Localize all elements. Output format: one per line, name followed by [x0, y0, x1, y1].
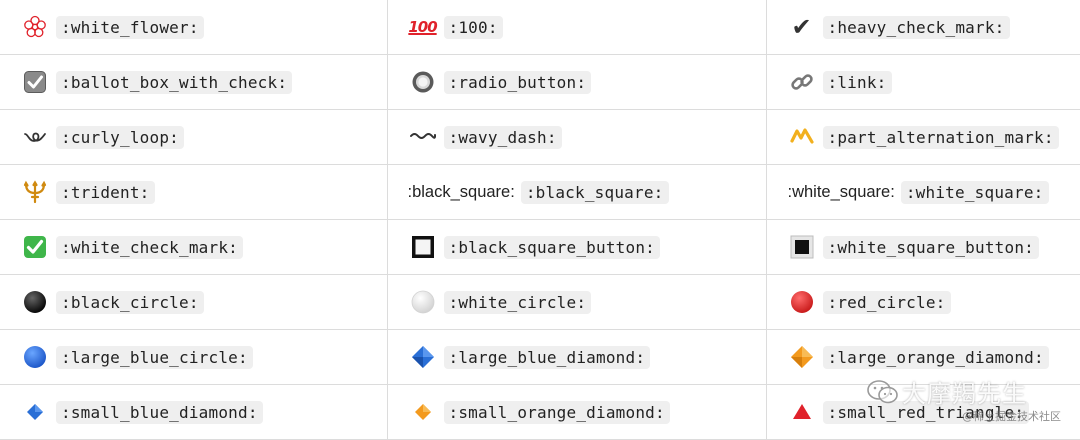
emoji-fallback-text: :white_square: [787, 182, 895, 201]
table-row: :white_flower: 100 :100: ✔ :heavy_check_… [0, 0, 1080, 55]
emoji-code: :part_alternation_mark: [822, 125, 1059, 149]
large-orange-diamond-icon [789, 344, 815, 370]
emoji-code: :white_flower: [56, 15, 204, 39]
table-cell: :ballot_box_with_check: [0, 54, 388, 110]
emoji-code: :link: [822, 70, 892, 94]
large-blue-circle-icon [22, 344, 48, 370]
table-cell: :wavy_dash: [386, 109, 767, 165]
curly-loop-icon [22, 124, 48, 150]
white-check-mark-icon [22, 234, 48, 260]
table-cell: :white_check_mark: [0, 219, 388, 275]
table-cell: :small_orange_diamond: [386, 384, 767, 440]
black-square-button-icon [410, 234, 436, 260]
emoji-code: :ballot_box_with_check: [56, 70, 293, 94]
emoji-code: :black_square: [520, 180, 669, 204]
hundred-glyph: 100 [408, 18, 437, 36]
table-cell: :white_square_button: [765, 219, 1080, 275]
emoji-code: :white_check_mark: [56, 235, 243, 259]
large-blue-diamond-icon [410, 344, 436, 370]
table-cell: :white_circle: [386, 274, 767, 330]
table-cell: :radio_button: [386, 54, 767, 110]
emoji-code: :large_blue_diamond: [443, 345, 651, 369]
table-cell: :large_orange_diamond: [765, 329, 1080, 385]
emoji-code: :white_square_button: [822, 235, 1039, 259]
table-cell: :part_alternation_mark: [765, 109, 1080, 165]
emoji-code: :white_square: [900, 180, 1049, 204]
table-cell: :red_circle: [765, 274, 1080, 330]
table-cell: 100 :100: [386, 0, 767, 55]
table-row: :small_blue_diamond: :small_orange_diamo… [0, 384, 1080, 440]
small-blue-diamond-icon [22, 399, 48, 425]
hundred-points-icon: 100 [408, 14, 437, 40]
table-cell: :white_flower: [0, 0, 388, 55]
white-flower-icon [22, 14, 48, 40]
table-row: :black_circle: :white_circle: [0, 274, 1080, 330]
table-cell: :small_red_triangle: [765, 384, 1080, 440]
emoji-code: :small_blue_diamond: [56, 400, 263, 424]
link-icon [789, 69, 815, 95]
table-row: :curly_loop: :wavy_dash: :part_alternati… [0, 109, 1080, 165]
wavy-dash-icon [409, 124, 436, 150]
emoji-code: :100: [443, 15, 503, 39]
emoji-code: :radio_button: [443, 70, 592, 94]
table-cell: :white_square: :white_square: [765, 164, 1080, 220]
table-row: :trident: :black_square: :black_square: … [0, 164, 1080, 220]
trident-icon [22, 179, 48, 205]
emoji-code: :curly_loop: [56, 125, 184, 149]
emoji-fallback-text: :black_square: [407, 182, 515, 201]
table-cell: :large_blue_diamond: [386, 329, 767, 385]
table-cell: :trident: [0, 164, 388, 220]
emoji-code: :black_circle: [56, 290, 204, 314]
table-cell: :black_square_button: [386, 219, 767, 275]
table-cell: ✔ :heavy_check_mark: [765, 0, 1080, 55]
table-row: :large_blue_circle: :large_blue_diamond: [0, 329, 1080, 385]
table-cell: :black_circle: [0, 274, 388, 330]
emoji-code: :red_circle: [822, 290, 951, 314]
black-circle-icon [22, 289, 48, 315]
small-orange-diamond-icon [410, 399, 436, 425]
emoji-code: :small_orange_diamond: [443, 400, 670, 424]
part-alternation-mark-icon [789, 124, 815, 150]
emoji-code: :white_circle: [443, 290, 592, 314]
emoji-code: :heavy_check_mark: [822, 15, 1010, 39]
table-cell: :small_blue_diamond: [0, 384, 388, 440]
table-cell: :large_blue_circle: [0, 329, 388, 385]
ballot-box-with-check-icon [22, 69, 48, 95]
emoji-code: :black_square_button: [443, 235, 660, 259]
emoji-code: :wavy_dash: [443, 125, 562, 149]
radio-button-icon [410, 69, 436, 95]
table-cell: :link: [765, 54, 1080, 110]
table-row: :ballot_box_with_check: :radio_button: [0, 54, 1080, 110]
table-cell: :curly_loop: [0, 109, 388, 165]
white-square-button-icon [789, 234, 815, 260]
table-cell: :black_square: :black_square: [386, 164, 767, 220]
emoji-code: :large_orange_diamond: [822, 345, 1049, 369]
emoji-code: :large_blue_circle: [56, 345, 253, 369]
red-circle-icon [789, 289, 815, 315]
small-red-triangle-icon [789, 399, 815, 425]
table-row: :white_check_mark: :black_square_button: [0, 219, 1080, 275]
emoji-code: :trident: [56, 180, 155, 204]
heavy-check-mark-icon: ✔ [791, 13, 812, 41]
emoji-code: :small_red_triangle: [822, 400, 1030, 424]
white-circle-icon [410, 289, 436, 315]
